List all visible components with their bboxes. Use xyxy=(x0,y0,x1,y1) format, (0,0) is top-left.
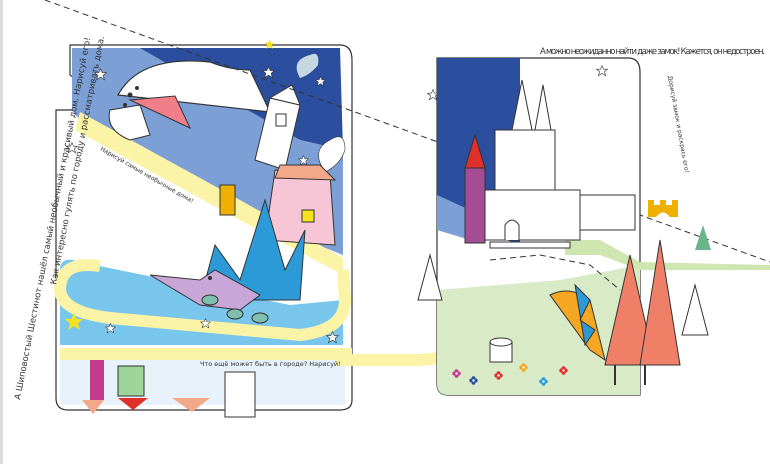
hint-road: Что ещё может быть в городе? Нарисуй! xyxy=(200,360,341,368)
magenta-house xyxy=(90,360,104,400)
salmon-roof xyxy=(82,400,104,414)
dashed-path xyxy=(489,254,621,291)
white-house xyxy=(224,371,256,418)
stump xyxy=(489,337,513,363)
pine-tree-right xyxy=(681,283,709,336)
dashed-cut-line xyxy=(44,0,770,263)
lower-town xyxy=(60,360,345,405)
grass-strip xyxy=(565,240,770,270)
pine-tree-left xyxy=(417,253,443,301)
white-tower-house xyxy=(254,84,301,171)
flower-dragon xyxy=(549,239,681,385)
hint-castle: Дорисуй замок и раскрась его! xyxy=(666,75,690,173)
pink-house xyxy=(264,164,337,246)
red-roof xyxy=(118,398,148,410)
spotted-creature xyxy=(108,60,272,141)
castle-gate-icon xyxy=(648,200,678,217)
spiky-dragon xyxy=(149,198,306,324)
smoke-cloud xyxy=(318,136,346,173)
castle xyxy=(464,79,636,249)
castle-caption: А можно неожиданно найти даже замок! Каж… xyxy=(540,47,765,57)
pine-tree-green xyxy=(695,225,711,250)
meadow xyxy=(437,265,640,395)
green-house xyxy=(117,365,145,397)
page-edge xyxy=(0,0,3,464)
smoke xyxy=(296,53,319,78)
right-light-sky xyxy=(437,195,470,240)
left-city-scene xyxy=(53,39,353,418)
salmon-roof-2 xyxy=(172,398,210,412)
right-castle-scene xyxy=(417,57,770,396)
orange-door xyxy=(219,184,236,216)
lower-road xyxy=(60,348,352,360)
curved-road xyxy=(53,259,352,342)
